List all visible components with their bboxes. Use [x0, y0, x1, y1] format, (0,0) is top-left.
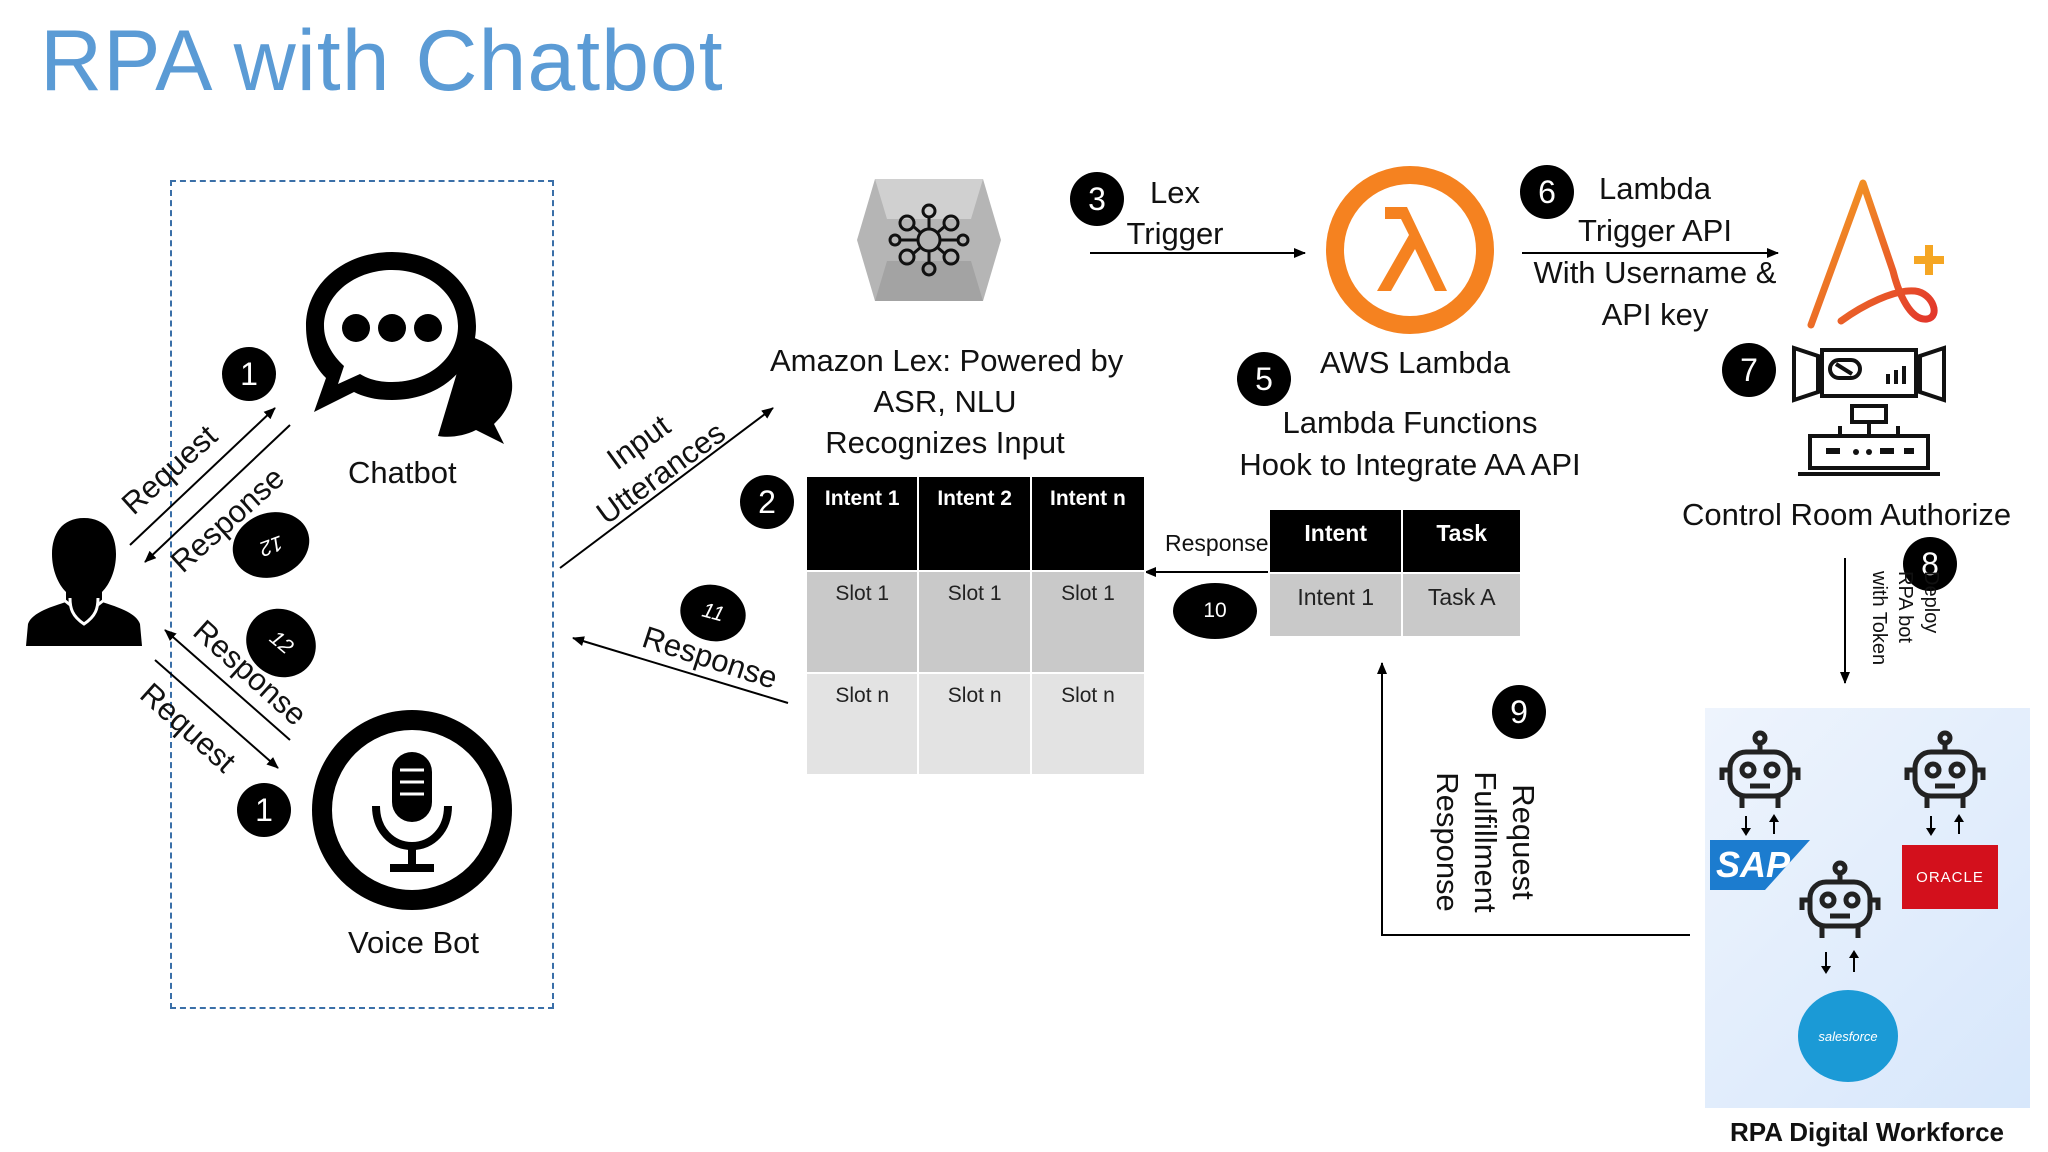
deploy-label: Deploy RPA bot with Token [1868, 571, 1942, 666]
intent-header: Intent 2 [917, 475, 1032, 572]
step-6: 6 [1520, 165, 1574, 219]
robot-icon [1719, 730, 1801, 836]
control-room-label: Control Room Authorize [1682, 497, 2012, 532]
robot-icon [1799, 860, 1881, 974]
lex-label: Amazon Lex: Powered by ASR, NLU Recogniz… [770, 343, 1124, 460]
arrow-response-11 [572, 636, 789, 704]
arrow-fulfillment [1377, 662, 1690, 936]
slot-cell: Slot 1 [1029, 570, 1147, 674]
bots-container [170, 180, 554, 1009]
lambda-icon [1326, 166, 1494, 334]
step-7: 7 [1722, 343, 1776, 397]
aws-lambda-label: AWS Lambda [1320, 345, 1511, 380]
step-10-badge: 10 [1173, 583, 1257, 639]
voice-bot-label: Voice Bot [348, 925, 479, 960]
control-room-icon [1792, 345, 1946, 476]
arrow-input-utterances [559, 407, 774, 569]
response-10-label: Response [1165, 530, 1269, 556]
amazon-lex-icon [857, 179, 1001, 301]
chatbot-label: Chatbot [348, 455, 457, 490]
step-9: 9 [1492, 685, 1546, 739]
arrow-request-top [129, 407, 276, 546]
robot-icon [1904, 730, 1986, 836]
oracle-logo: ORACLE [1902, 845, 1998, 909]
fulfillment-label: Request Fulfillment Response [1430, 771, 1541, 913]
user-silhouette-icon [26, 518, 142, 646]
salesforce-logo: salesforce [1798, 990, 1898, 1082]
step-1-voice: 1 [237, 783, 291, 837]
intent-header: Intent n [1029, 475, 1147, 572]
arrow-request-bottom [154, 659, 279, 769]
microphone-icon [312, 710, 512, 910]
task-table-header: Task [1401, 508, 1522, 574]
intent-slot-table: Intent 1 Intent 2 Intent n Slot 1 Slot 1… [804, 475, 1147, 776]
task-table-cell: Intent 1 [1267, 572, 1404, 638]
slot-cell: Slot n [917, 672, 1032, 776]
slot-cell: Slot 1 [804, 570, 920, 674]
automation-anywhere-logo [1807, 179, 1944, 329]
slot-cell: Slot n [1029, 672, 1147, 776]
task-table-cell: Task A [1401, 572, 1522, 638]
step-5: 5 [1237, 352, 1291, 406]
intent-header: Intent 1 [804, 475, 920, 572]
step-1-chatbot: 1 [222, 347, 276, 401]
slot-cell: Slot n [804, 672, 920, 776]
trigger-api-label: Lambda Trigger API With Username & API k… [1533, 171, 1777, 332]
lex-trigger-label: Lex Trigger [1126, 175, 1224, 251]
chat-bubbles-icon [306, 252, 513, 444]
rpa-workforce-label: RPA Digital Workforce [1730, 1117, 2005, 1147]
arrow-response-bottom [164, 629, 291, 741]
intent-task-table: Intent Task Intent 1 Task A [1267, 508, 1522, 638]
slot-cell: Slot 1 [917, 570, 1032, 674]
arrow-response-top [144, 424, 291, 563]
lambda-functions-label: Lambda Functions Hook to Integrate AA AP… [1239, 405, 1581, 482]
task-table-header: Intent [1267, 508, 1404, 574]
step-8: 8 [1903, 537, 1957, 591]
step-2: 2 [740, 475, 794, 529]
page-title: RPA with Chatbot [40, 13, 724, 109]
step-3: 3 [1070, 172, 1124, 226]
